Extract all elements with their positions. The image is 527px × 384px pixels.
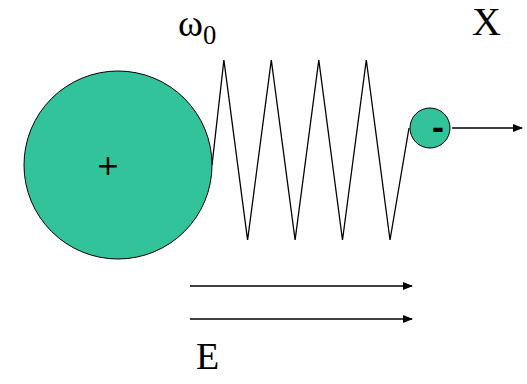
spring <box>212 60 409 240</box>
charge-ball: - <box>409 107 451 149</box>
frequency-label: ω0 <box>178 4 216 49</box>
charge-ball: + <box>23 70 213 260</box>
charge-sign-wrap: - <box>409 107 451 149</box>
ball-outline <box>409 107 451 149</box>
x-axis-arrow <box>452 127 522 129</box>
charge-sign: + <box>96 149 119 182</box>
field-line <box>190 318 412 320</box>
axis-label: E <box>196 337 219 375</box>
charge-sign: - <box>432 111 444 146</box>
axis-label: X <box>472 2 501 42</box>
charge-sign-wrap: + <box>23 70 213 260</box>
field-line <box>190 285 412 287</box>
